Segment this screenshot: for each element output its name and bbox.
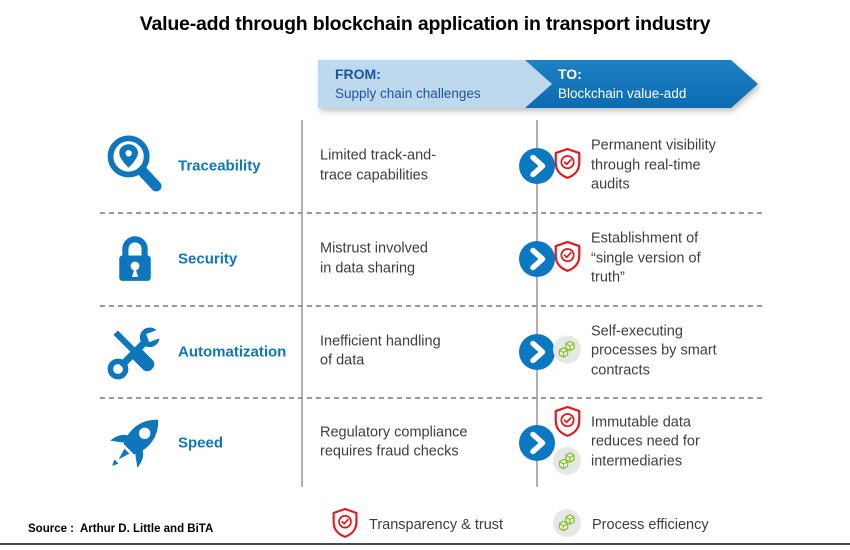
- to-icon-stack: [549, 334, 585, 369]
- shield-check-icon: [553, 405, 582, 443]
- row-divider: [100, 212, 762, 214]
- from-text: Mistrust involved in data sharing: [320, 240, 428, 276]
- row-automatization: Automatization Inefficient handling of d…: [0, 306, 850, 397]
- category-label: Traceability: [178, 157, 261, 175]
- cubes-icon: [552, 446, 582, 481]
- shield-check-icon: [553, 147, 582, 185]
- from-subheading: Supply chain challenges: [335, 85, 481, 101]
- row-traceability: Traceability Limited track-and- trace ca…: [0, 120, 850, 212]
- to-icon-stack: [549, 405, 585, 481]
- from-text: Regulatory compliance requires fraud che…: [320, 423, 468, 460]
- shield-check-icon: [331, 507, 359, 544]
- from-text: Inefficient handling of data: [320, 332, 441, 369]
- legend-label: Transparency & trust: [369, 517, 504, 533]
- row-divider: [100, 305, 762, 307]
- legend-label: Process efficiency: [592, 517, 709, 533]
- category-label: Security: [178, 250, 238, 268]
- magnifier-pin-icon: [98, 132, 172, 200]
- lock-icon: [98, 229, 172, 289]
- column-divider-right: [536, 120, 538, 487]
- to-subheading: Blockchain value-add: [558, 85, 687, 101]
- legend-efficiency: Process efficiency: [552, 506, 709, 544]
- to-text: Immutable data reduces need for intermed…: [591, 414, 700, 470]
- from-arrow: FROM: Supply chain challenges: [318, 60, 552, 108]
- from-text: Limited track-and- trace capabilities: [320, 147, 437, 183]
- chevron-icon: [519, 333, 555, 370]
- wrench-screwdriver-icon: [98, 317, 172, 387]
- to-text: Establishment of “single version of trut…: [591, 230, 701, 286]
- to-text: Permanent visibility through real-time a…: [591, 137, 716, 193]
- category-label: Speed: [178, 434, 224, 451]
- legend-transparency: Transparency & trust: [331, 506, 503, 544]
- row-security: Security Mistrust involved in data shari…: [0, 213, 850, 305]
- cubes-icon: [552, 334, 582, 369]
- from-to-banner: FROM: Supply chain challenges TO: Blockc…: [0, 60, 850, 108]
- column-divider-left: [301, 120, 303, 487]
- from-heading: FROM:: [335, 66, 381, 82]
- shield-check-icon: [553, 240, 582, 278]
- to-icon-stack: [549, 240, 585, 278]
- chevron-icon: [519, 241, 555, 277]
- source-note: Source : Arthur D. Little and BiTA: [28, 523, 214, 535]
- chevron-icon: [519, 424, 555, 461]
- row-divider: [100, 397, 762, 399]
- chevron-icon: [519, 148, 555, 184]
- category-label: Automatization: [178, 343, 287, 360]
- row-speed: Speed Regulatory compliance requires fra…: [0, 397, 850, 488]
- to-icon-stack: [549, 147, 585, 185]
- bottom-rule: [0, 543, 850, 545]
- to-text: Self-executing processes by smart contra…: [591, 323, 717, 379]
- to-heading: TO:: [558, 66, 582, 82]
- rocket-icon: [98, 408, 172, 478]
- cubes-icon: [552, 508, 582, 543]
- to-arrow: TO: Blockchain value-add: [520, 60, 758, 108]
- page-title: Value-add through blockchain application…: [139, 13, 711, 35]
